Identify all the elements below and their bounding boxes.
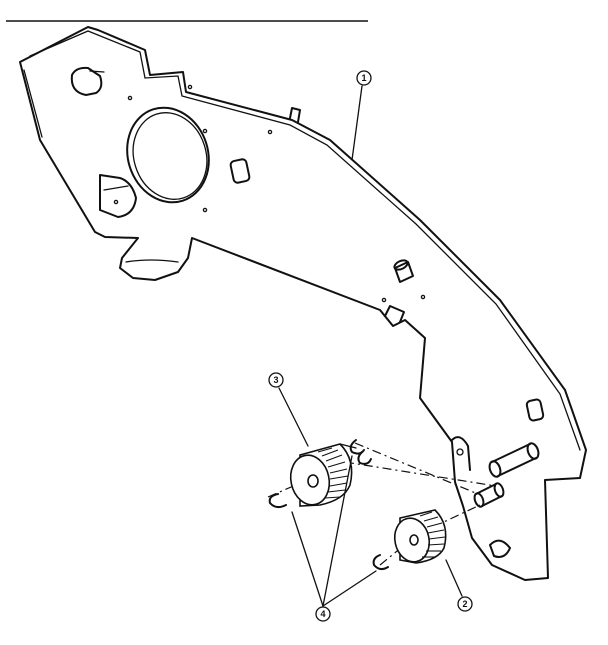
callout-1-label: 1 (361, 73, 366, 83)
callout-4-label: 4 (320, 609, 325, 619)
callout-4-marker: 4 (315, 606, 331, 622)
idler-shafts (451, 436, 540, 558)
plate-pin (393, 259, 414, 283)
mounting-plate (19, 26, 587, 581)
callout-1-marker: 1 (356, 70, 372, 86)
callout-3-marker: 3 (268, 372, 284, 388)
callout-2-label: 2 (462, 599, 467, 609)
lower-gear (393, 509, 447, 564)
upper-gear (289, 443, 357, 507)
callout-2-marker: 2 (457, 596, 473, 612)
leader-lines (278, 85, 463, 607)
retaining-rings (268, 439, 389, 571)
callout-3-label: 3 (273, 375, 278, 385)
